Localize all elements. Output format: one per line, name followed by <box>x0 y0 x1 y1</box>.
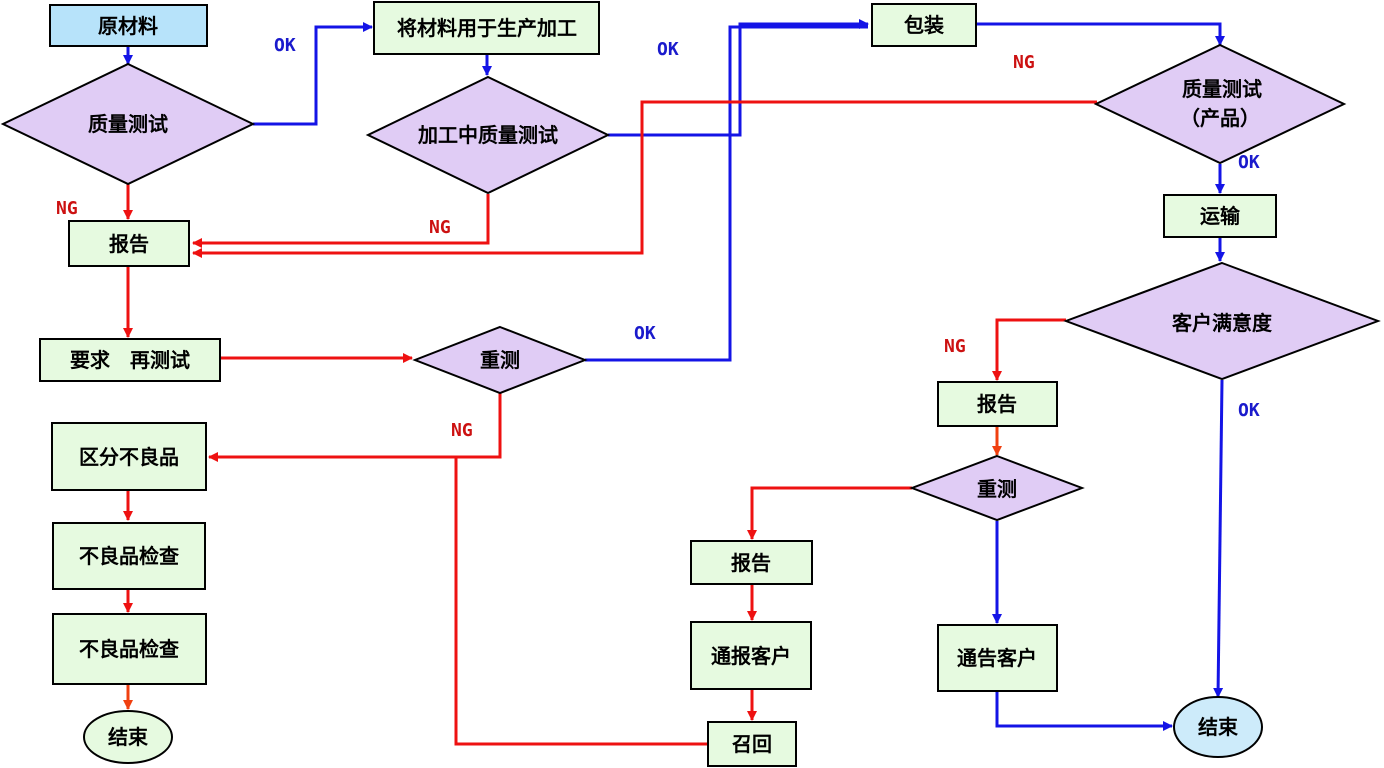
edge-labels: OK OK OK OK OK NG NG NG NG NG <box>56 35 1260 441</box>
node-quality-test-1: 质量测试 <box>0 62 256 186</box>
node-end-2-label: 结束 <box>1198 715 1239 739</box>
node-transport: 运输 <box>1163 194 1277 238</box>
connector-recall-to-retest1 <box>454 457 708 746</box>
node-notify-customer-2-label: 通告客户 <box>957 646 1037 670</box>
edge-label-ok-qtproduct: OK <box>1238 152 1260 173</box>
node-sort-defects: 区分不良品 <box>51 422 207 491</box>
node-packaging: 包装 <box>871 3 977 47</box>
connector-notify2-to-end2 <box>995 691 1173 731</box>
node-sort-defects-label: 区分不良品 <box>79 445 179 469</box>
connector-satisfaction-to-report2 <box>992 318 1066 381</box>
node-end-1: 结束 <box>83 710 173 764</box>
connectors <box>123 19 1225 746</box>
edge-label-ok-satisfaction: OK <box>1238 400 1260 421</box>
connector-satisfaction-to-end2 <box>1213 379 1224 698</box>
node-report-3-label: 报告 <box>731 551 771 575</box>
node-recall-label: 召回 <box>731 732 772 756</box>
node-defect-check-1-label: 不良品检查 <box>79 544 179 568</box>
node-defect-check-1: 不良品检查 <box>52 522 206 590</box>
edge-label-ok-qtprocess: OK <box>657 39 679 60</box>
edge-label-ok-retest1: OK <box>634 323 656 344</box>
node-request-retest: 要求 再测试 <box>39 338 221 382</box>
node-quality-test-product-label-2: （产品） <box>1180 106 1260 130</box>
node-customer-satisfaction: 客户满意度 <box>1063 261 1381 381</box>
node-quality-test-process-label: 加工中质量测试 <box>417 123 558 147</box>
node-notify-customer-2: 通告客户 <box>937 624 1058 692</box>
node-packaging-label: 包装 <box>904 13 944 37</box>
node-quality-test-process: 加工中质量测试 <box>365 75 611 195</box>
edge-label-ng-qtprocess: NG <box>429 217 451 238</box>
node-defect-check-2-label: 不良品检查 <box>79 637 179 661</box>
node-retest-1-label: 重测 <box>480 348 520 372</box>
node-quality-test-product: 质量测试 （产品） <box>1093 43 1347 165</box>
node-quality-test-product-label-1: 质量测试 <box>1182 77 1262 101</box>
node-defect-check-2: 不良品检查 <box>52 613 207 685</box>
node-process-label: 将材料用于生产加工 <box>397 16 577 40</box>
node-report-1: 报告 <box>68 220 190 267</box>
connector-qtprocess-to-report1 <box>192 194 490 248</box>
node-report-2-label: 报告 <box>977 392 1017 416</box>
node-process: 将材料用于生产加工 <box>373 1 600 55</box>
connector-packaging-to-qtproduct <box>976 22 1225 46</box>
node-report-1-label: 报告 <box>109 232 149 256</box>
node-notify-customer-1-label: 通报客户 <box>711 644 791 668</box>
edge-label-ng-qt1: NG <box>56 198 78 219</box>
node-transport-label: 运输 <box>1200 204 1241 228</box>
node-retest-2-label: 重测 <box>977 477 1017 501</box>
node-raw-material-label: 原材料 <box>98 14 158 38</box>
edge-label-ng-satisfaction: NG <box>944 336 966 357</box>
connector-qtproduct-to-report1 <box>192 100 1097 258</box>
node-request-retest-label: 要求 再测试 <box>70 348 190 372</box>
node-end-1-label: 结束 <box>108 725 149 749</box>
edge-label-ok-qt1: OK <box>274 35 296 56</box>
node-raw-material: 原材料 <box>49 4 208 47</box>
node-recall: 召回 <box>707 721 797 767</box>
node-quality-test-1-label: 质量测试 <box>88 112 168 136</box>
connector-retest1-to-packaging <box>585 25 868 362</box>
node-report-2: 报告 <box>937 381 1058 427</box>
node-end-2: 结束 <box>1173 696 1263 758</box>
node-report-3: 报告 <box>690 540 813 585</box>
connector-retest1-to-sort <box>208 393 502 462</box>
node-customer-satisfaction-label: 客户满意度 <box>1171 311 1273 335</box>
node-retest-1: 重测 <box>412 325 588 395</box>
connector-qt1-to-process <box>253 22 373 126</box>
edge-label-ng-retest1: NG <box>451 420 473 441</box>
edge-label-ng-qtproduct: NG <box>1013 52 1035 73</box>
connector-retest2-to-report3 <box>747 486 912 540</box>
node-notify-customer-1: 通报客户 <box>690 621 812 690</box>
node-retest-2: 重测 <box>909 454 1085 522</box>
connector-qtprocess-to-packaging <box>608 19 869 137</box>
